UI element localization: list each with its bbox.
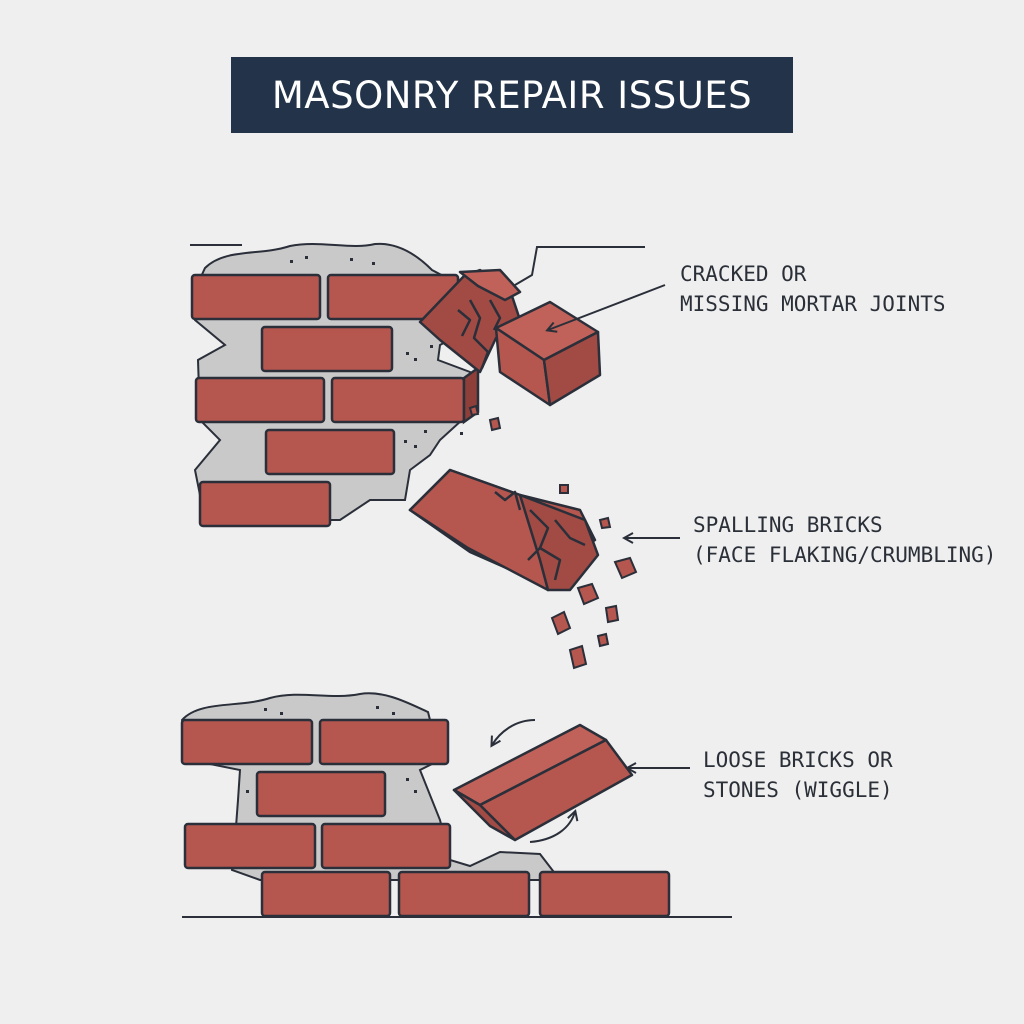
wiggle-arrow-top [492, 719, 536, 745]
brick [198, 480, 332, 528]
wiggle-arrow-bottom [529, 812, 575, 843]
brick [330, 376, 466, 424]
brick [194, 376, 326, 424]
brick [264, 428, 396, 476]
callout-line-1: CRACKED OR [680, 262, 807, 286]
callout-line-2: STONES (WIGGLE) [703, 778, 893, 802]
callout-cracked-mortar: CRACKED OR MISSING MORTAR JOINTS [680, 259, 946, 319]
bottom-wall-bricks [180, 718, 671, 918]
brick [397, 870, 531, 918]
brick [183, 822, 317, 870]
title-banner: MASONRY REPAIR ISSUES [231, 57, 793, 133]
callout-loose-bricks: LOOSE BRICKS OR STONES (WIGGLE) [703, 745, 893, 805]
mortar-crumbs [290, 256, 463, 448]
loose-brick [452, 723, 634, 842]
brick [260, 325, 394, 373]
callout-line-1: SPALLING BRICKS [693, 513, 883, 537]
brick [318, 718, 450, 766]
brick [190, 273, 322, 321]
top-wall-bricks [190, 273, 480, 528]
brick [538, 870, 671, 918]
arrow-cracked-joints [548, 284, 666, 330]
brick [320, 822, 452, 870]
callout-spalling: SPALLING BRICKS (FACE FLAKING/CRUMBLING) [693, 510, 996, 570]
spalling-brick [408, 468, 600, 592]
spall-fragments [468, 404, 638, 670]
crack-leader-line [514, 246, 645, 286]
cracked-joint-brick [418, 268, 522, 374]
brick [180, 718, 314, 766]
brick [260, 870, 392, 918]
callout-line-2: MISSING MORTAR JOINTS [680, 292, 946, 316]
callout-line-2: (FACE FLAKING/CRUMBLING) [693, 543, 997, 567]
brick [255, 770, 387, 818]
callout-line-1: LOOSE BRICKS OR [703, 748, 893, 772]
falling-brick [494, 300, 602, 407]
diagram-title: MASONRY REPAIR ISSUES [271, 73, 753, 117]
